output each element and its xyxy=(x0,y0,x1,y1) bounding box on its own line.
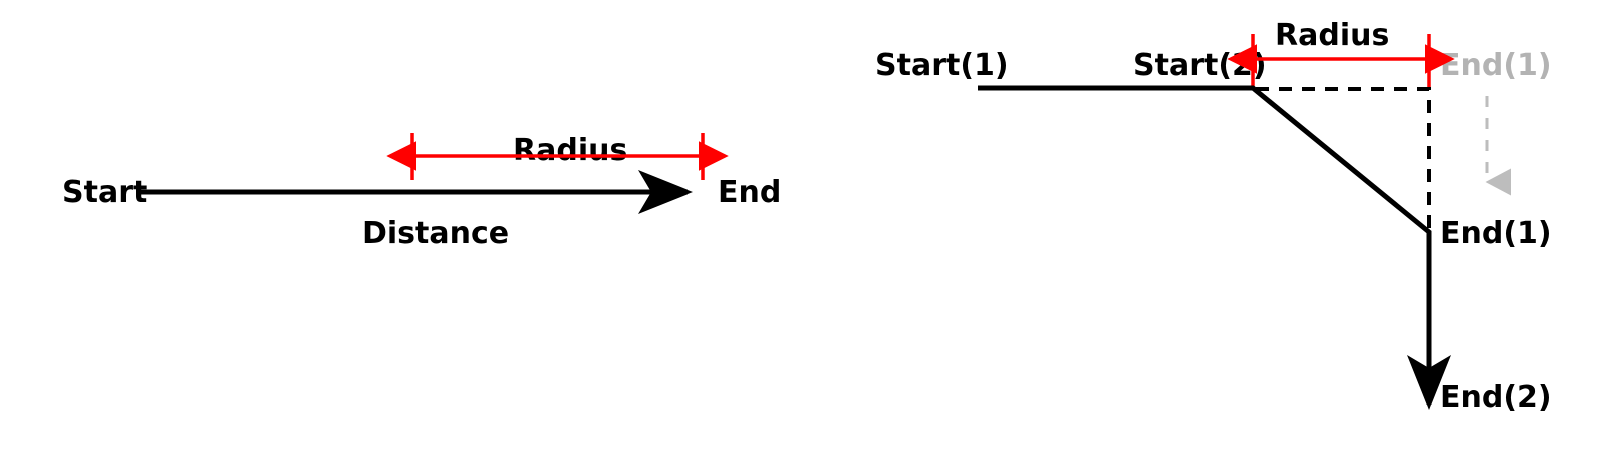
label-start: Start xyxy=(62,175,147,210)
label-end-2: End(2) xyxy=(1440,380,1552,415)
label-end-1: End(1) xyxy=(1440,216,1552,251)
label-radius-left: Radius xyxy=(513,133,627,168)
left-panel: Start End Radius Distance xyxy=(62,133,781,251)
rounded-path-polyline xyxy=(978,85,1451,410)
label-distance: Distance xyxy=(362,216,509,251)
label-radius-right: Radius xyxy=(1275,18,1389,53)
right-panel: Start(1) Start(2) Radius End(1) End(1) E… xyxy=(875,18,1552,415)
original-corner-dashed-path xyxy=(1256,87,1431,232)
label-end-1-ghost: End(1) xyxy=(1440,48,1552,83)
label-end: End xyxy=(718,175,781,210)
label-start-1: Start(1) xyxy=(875,48,1009,83)
label-start-2: Start(2) xyxy=(1133,48,1267,83)
